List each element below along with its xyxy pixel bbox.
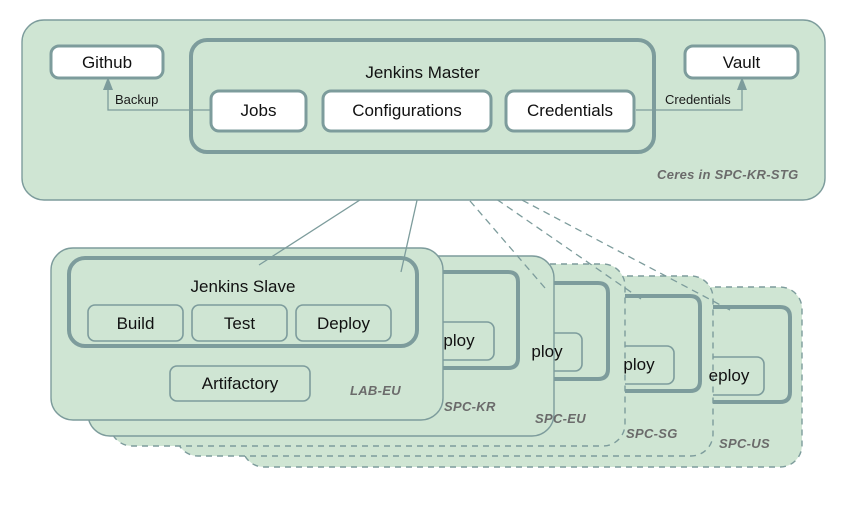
- zone-label-spc-sg: SPC-SG: [626, 426, 678, 441]
- stage-label-lab-eu-test: Test: [223, 314, 256, 333]
- master-box-credentials[interactable]: [504, 89, 636, 133]
- connector-backup: [103, 77, 211, 111]
- master-box-jobs-label: Jobs: [240, 101, 277, 120]
- zone-label-spc-eu: SPC-EU: [535, 411, 586, 426]
- zone-label-spc-kr: SPC-KR: [444, 399, 496, 414]
- zone-label-ceres: Ceres in SPC-KR-STG: [657, 167, 799, 182]
- external-box-github-label: Github: [81, 53, 133, 72]
- zone-label-lab-eu: LAB-EU: [350, 383, 401, 398]
- extra-label-lab-eu-artifactory: Artifactory: [201, 374, 279, 393]
- zone-label-spc-us: SPC-US: [719, 436, 770, 451]
- stage-label-spc-us-deploy: eploy: [708, 366, 750, 385]
- master-box-configurations-label: Configurations: [352, 101, 462, 120]
- stage-label-spc-eu-deploy: ploy: [531, 342, 563, 361]
- external-box-github[interactable]: [49, 44, 165, 80]
- stage-label-lab-eu-deploy: Deploy: [317, 314, 370, 333]
- master-box-credentials-label: Credentials: [527, 101, 613, 120]
- external-box-vault-label: Vault: [722, 53, 761, 72]
- zone-card-lab-eu[interactable]: [50, 247, 444, 421]
- external-box-vault[interactable]: [683, 44, 800, 80]
- master-box-jobs[interactable]: [209, 89, 308, 133]
- jenkins-master-title: Jenkins Master: [365, 63, 480, 82]
- connector-credentials: [636, 77, 747, 111]
- stage-label-spc-sg-deploy: ploy: [623, 355, 655, 374]
- connector-backup-label: Backup: [115, 92, 159, 107]
- stage-label-lab-eu-build: Build: [116, 314, 155, 333]
- master-box-configurations[interactable]: [321, 89, 493, 133]
- jenkins-master-container[interactable]: [189, 38, 656, 154]
- jenkins-slave-title-lab-eu: Jenkins Slave: [190, 277, 296, 296]
- stage-label-spc-kr-deploy: ploy: [443, 331, 475, 350]
- connector-credentials-label: Credentials: [665, 92, 731, 107]
